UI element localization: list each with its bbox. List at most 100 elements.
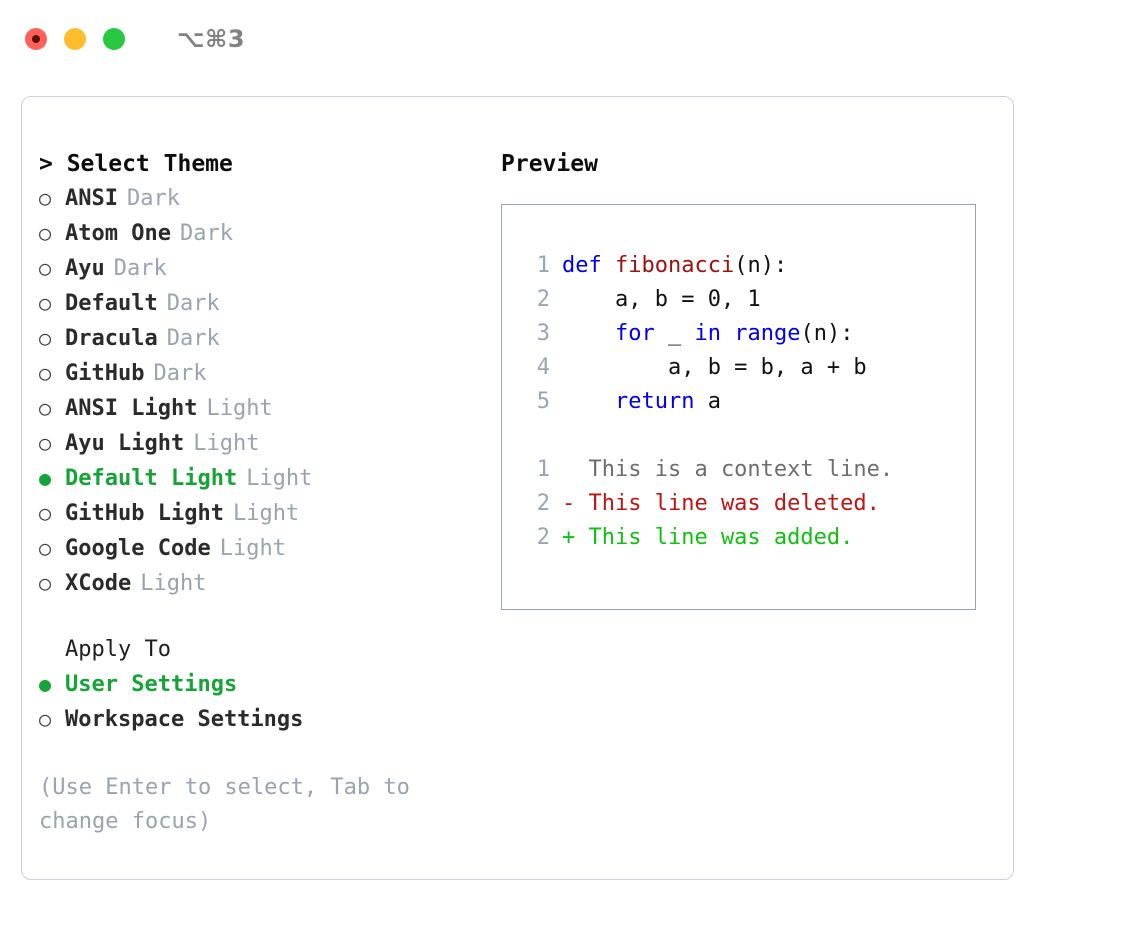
- radio-unselected-icon: ○: [39, 571, 52, 595]
- code-token-kw: range: [734, 321, 801, 346]
- code-text: a, b = b, a + b: [562, 351, 867, 385]
- theme-option-label: Dracula: [65, 326, 158, 351]
- radio-unselected-icon: ○: [39, 291, 52, 315]
- diff-text: - This line was deleted.: [562, 491, 880, 516]
- radio-unselected-icon: ○: [39, 396, 52, 420]
- diff-sample: 1 This is a context line. 2 - This line wa…: [520, 453, 975, 555]
- apply-to-header: Apply To: [65, 637, 171, 662]
- theme-option-ayu[interactable]: ○ Ayu Dark: [39, 251, 479, 286]
- theme-variant-tag: Light: [140, 571, 207, 596]
- diff-line-context: 1 This is a context line.: [520, 453, 975, 487]
- theme-option-label: Ayu: [65, 256, 105, 281]
- code-token-fn: fibonacci: [614, 253, 735, 278]
- radio-unselected-icon: ○: [39, 501, 52, 525]
- code-text: return a: [562, 385, 721, 419]
- traffic-lights: [25, 28, 125, 50]
- code-line: 5 return a: [520, 385, 975, 419]
- apply-to-option-list: ●User Settings○Workspace Settings: [39, 667, 479, 737]
- theme-variant-tag: Light: [206, 396, 273, 421]
- radio-unselected-icon: ○: [39, 221, 52, 245]
- radio-selected-icon: ●: [39, 466, 52, 490]
- line-number: 5: [536, 389, 550, 414]
- radio-selected-icon: ●: [39, 672, 52, 696]
- title-bar: ⌥⌘3: [0, 0, 1140, 78]
- radio-unselected-icon: ○: [39, 186, 52, 210]
- theme-variant-tag: Light: [219, 536, 286, 561]
- theme-variant-tag: Dark: [166, 326, 220, 351]
- line-number: 4: [536, 355, 550, 380]
- keyboard-shortcut-label: ⌥⌘3: [177, 25, 246, 53]
- select-theme-header: > Select Theme: [39, 151, 233, 177]
- theme-variant-tag: Light: [193, 431, 260, 456]
- code-token-kw: def: [562, 253, 615, 278]
- diff-text: This is a context line.: [562, 457, 894, 482]
- theme-option-xcode[interactable]: ○ XCode Light: [39, 566, 479, 601]
- code-token-plain: [562, 389, 615, 414]
- theme-option-ansi-light[interactable]: ○ ANSI Light Light: [39, 391, 479, 426]
- theme-option-label: GitHub: [65, 361, 145, 386]
- radio-unselected-icon: ○: [39, 256, 52, 280]
- code-token-plain: _: [654, 321, 695, 346]
- theme-option-github[interactable]: ○ GitHub Dark: [39, 356, 479, 391]
- theme-option-label: XCode: [65, 571, 132, 596]
- theme-option-label: ANSI Light: [65, 396, 198, 421]
- code-token-plain: a: [694, 389, 721, 414]
- theme-variant-tag: Light: [246, 466, 313, 491]
- theme-option-label: ANSI: [65, 186, 118, 211]
- code-line: 3 for _ in range(n):: [520, 317, 975, 351]
- code-token-plain: a, b = b, a + b: [562, 355, 867, 380]
- code-token-plain: a, b = 0, 1: [562, 287, 761, 312]
- theme-variant-tag: Dark: [113, 256, 167, 281]
- theme-variant-tag: Light: [232, 501, 300, 526]
- code-line: 4 a, b = b, a + b: [520, 351, 975, 385]
- theme-option-label: Atom One: [65, 221, 171, 246]
- theme-option-dracula[interactable]: ○ Dracula Dark: [39, 321, 479, 356]
- theme-option-label: Google Code: [65, 536, 211, 561]
- theme-option-label: Ayu Light: [65, 431, 185, 456]
- code-text: a, b = 0, 1: [562, 283, 761, 317]
- code-token-plain: [562, 321, 615, 346]
- code-text: for _ in range(n):: [562, 317, 853, 351]
- radio-unselected-icon: ○: [39, 361, 52, 385]
- apply-to-option-workspace-settings[interactable]: ○Workspace Settings: [39, 702, 479, 737]
- code-token-plain: (n):: [734, 253, 788, 278]
- radio-unselected-icon: ○: [39, 326, 52, 350]
- diff-text: + This line was added.: [562, 525, 854, 550]
- close-button[interactable]: [25, 28, 47, 50]
- code-line: 2 a, b = 0, 1: [520, 283, 975, 317]
- radio-unselected-icon: ○: [39, 536, 52, 560]
- line-number: 2: [536, 491, 550, 516]
- apply-to-option-user-settings[interactable]: ●User Settings: [39, 667, 479, 702]
- line-number: 3: [536, 321, 550, 346]
- theme-option-google-code[interactable]: ○ Google Code Light: [39, 531, 479, 566]
- diff-line-added: 2+ This line was added.: [520, 521, 975, 555]
- code-token-kw: return: [614, 389, 695, 414]
- theme-option-label: Default: [65, 291, 158, 316]
- diff-line-deleted: 2 - This line was deleted.: [520, 487, 975, 521]
- maximize-button[interactable]: [103, 28, 125, 50]
- code-text: def fibonacci(n):: [562, 249, 787, 283]
- theme-variant-tag: Dark: [179, 221, 233, 246]
- code-token-kw: in: [694, 321, 721, 346]
- code-token-plain: [721, 321, 734, 346]
- theme-option-atom-one[interactable]: ○ Atom One Dark: [39, 216, 479, 251]
- minimize-button[interactable]: [64, 28, 86, 50]
- line-number: 2: [536, 287, 550, 312]
- theme-option-github-light[interactable]: ○ GitHub Light Light: [39, 496, 479, 531]
- code-token-kw: for: [614, 321, 655, 346]
- theme-option-label: GitHub Light: [65, 501, 224, 526]
- apply-to-option-label: Workspace Settings: [65, 707, 304, 732]
- keyboard-hint-text: (Use Enter to select, Tab to change focu…: [39, 775, 424, 834]
- theme-variant-tag: Dark: [153, 361, 207, 386]
